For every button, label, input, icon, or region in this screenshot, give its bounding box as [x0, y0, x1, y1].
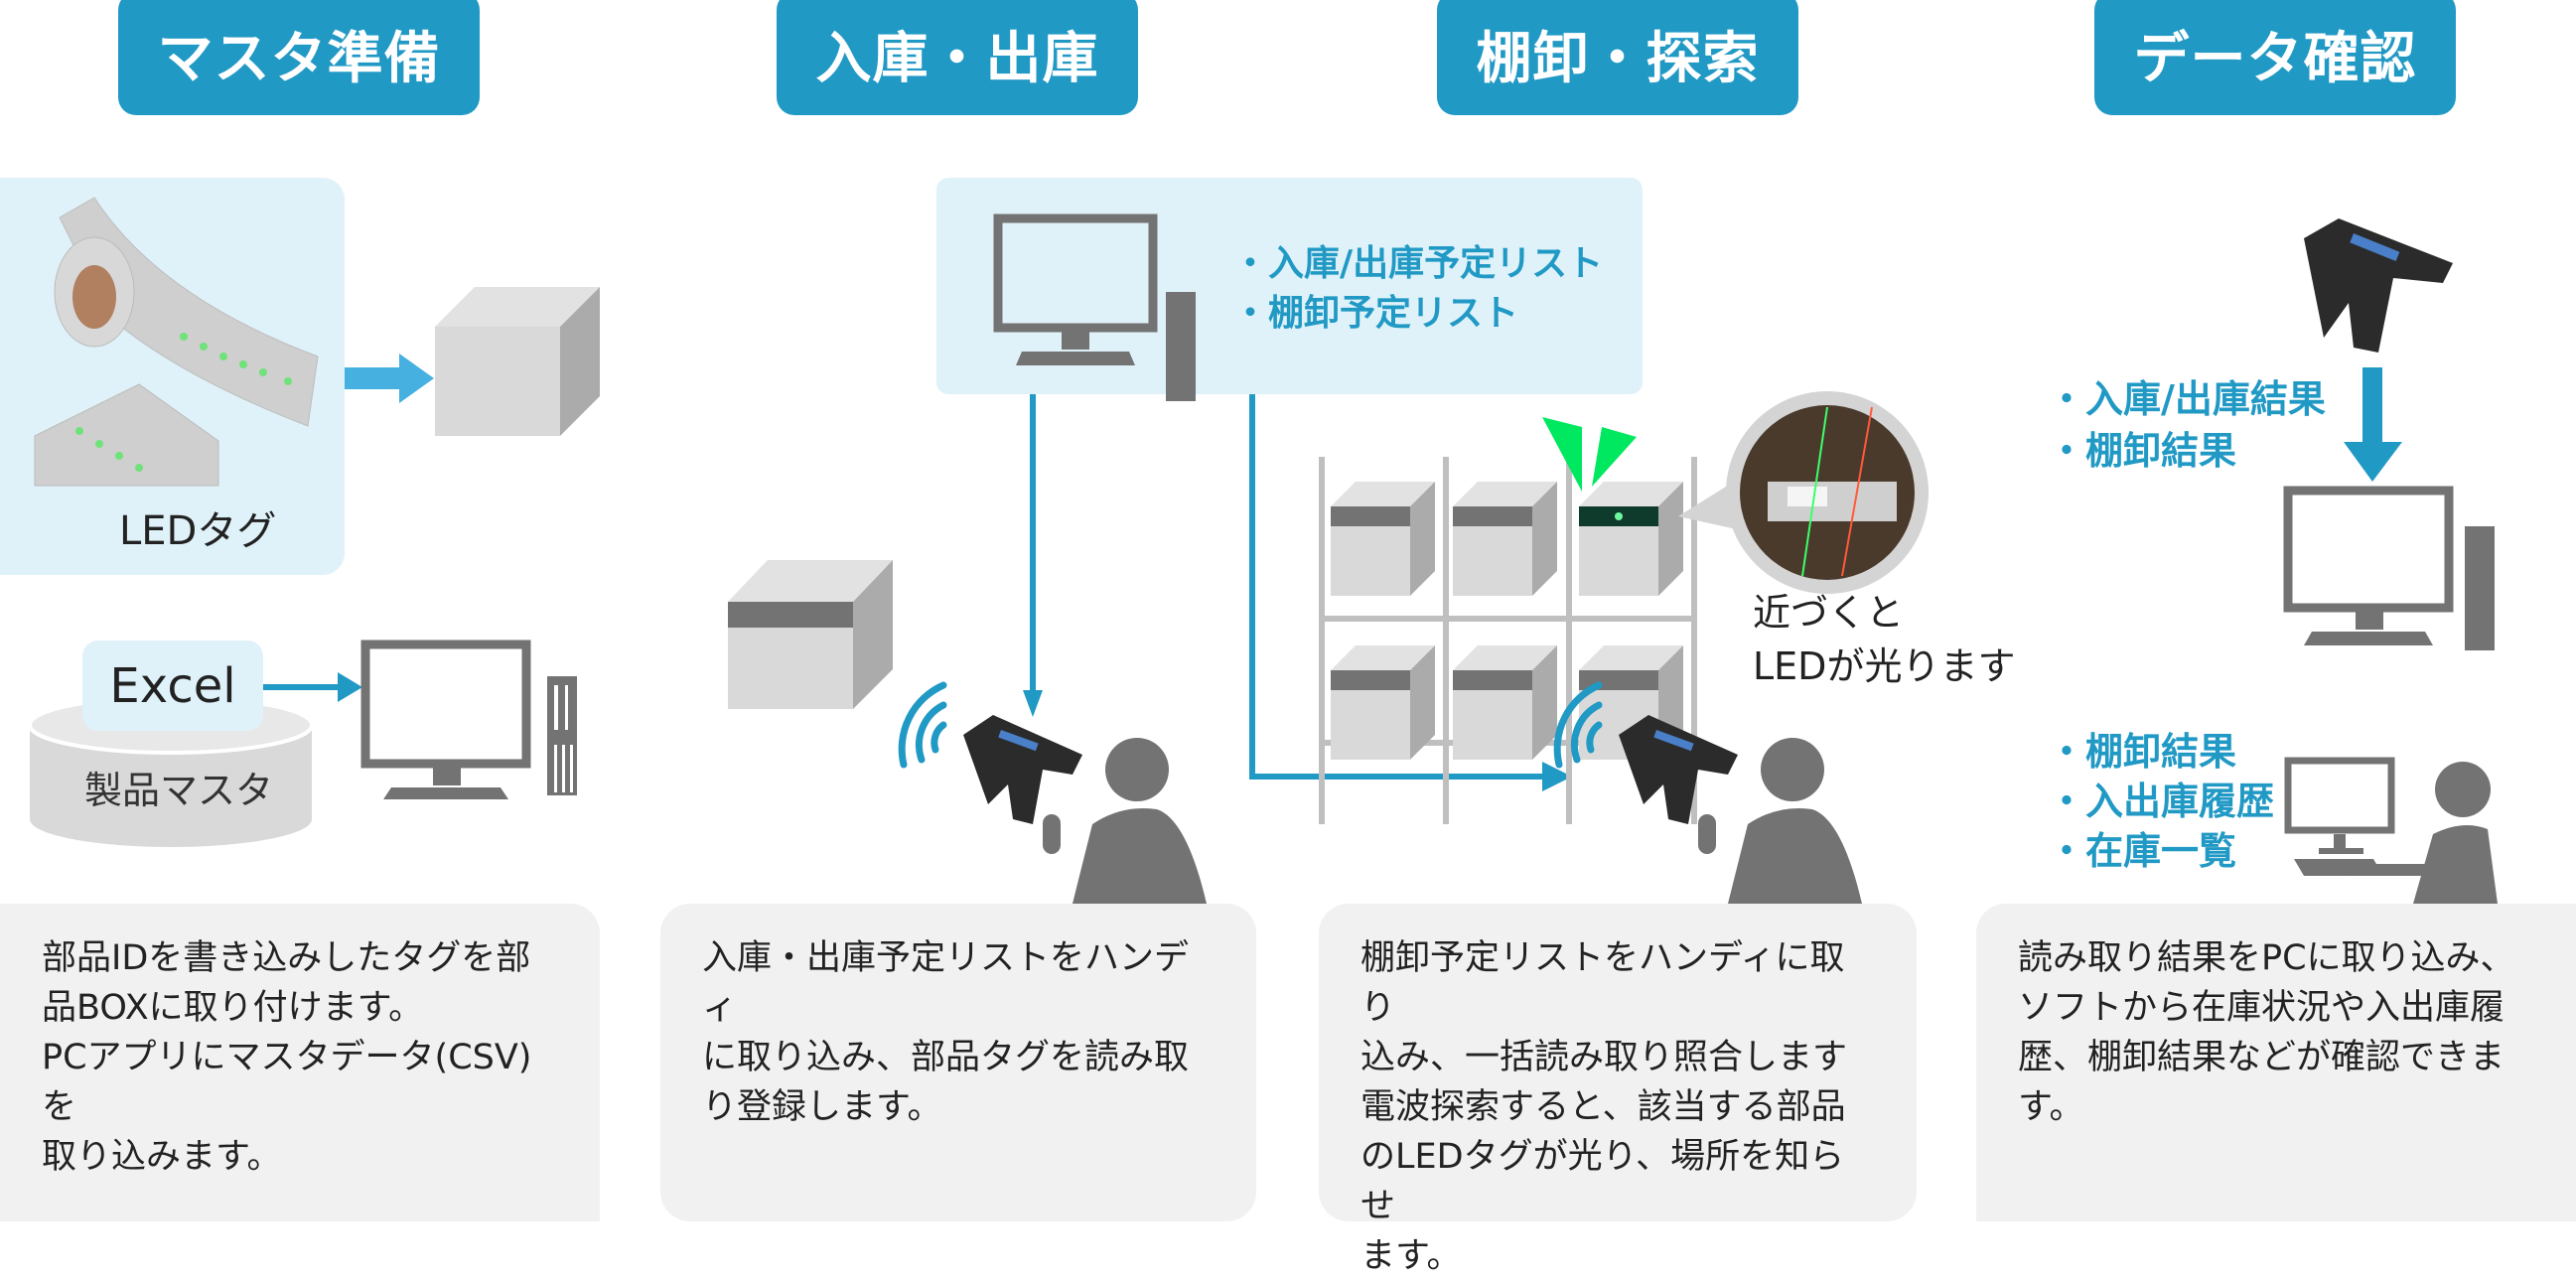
- led-photo-callout: [1678, 391, 1929, 594]
- list-item: ・棚卸予定リスト: [1232, 293, 1519, 334]
- led-tag-roll-icon: [34, 197, 319, 487]
- shelf-boxes: [1331, 482, 1683, 760]
- description-data: 読み取り結果をPCに取り込み、 ソフトから在庫状況や入出庫履 歴、棚卸結果などが…: [1976, 904, 2576, 1221]
- operator-with-handheld: [898, 681, 1207, 904]
- section-header-master: マスタ準備: [118, 0, 480, 115]
- description-inventory: 棚卸予定リストをハンディに取り 込み、一括読み取り照合します 電波探索すると、該…: [1319, 904, 1917, 1276]
- rfid-handheld-reader-icon: [2304, 218, 2453, 353]
- schedule-list-panel: ・入庫/出庫予定リスト・棚卸予定リスト: [936, 178, 1643, 401]
- desktop-computer-icon: [993, 214, 1196, 401]
- storage-shelf: [1319, 457, 1697, 824]
- operator-with-handheld: [1553, 681, 1862, 904]
- desktop-computer-icon: [2284, 757, 2395, 876]
- person-icon: [1698, 738, 1862, 904]
- desktop-computer-icon: [2283, 486, 2495, 650]
- upload-items: ・入庫/出庫結果 ・棚卸結果: [2048, 377, 2326, 473]
- led-glow-icon: [1542, 417, 1637, 492]
- parts-box-icon: [728, 560, 893, 709]
- excel-label: Excel: [109, 657, 236, 714]
- section-header-inout: 入庫・出庫: [777, 0, 1138, 115]
- callout-text: 近づくと LEDが光ります: [1753, 591, 2016, 688]
- section-title: 入庫・出庫: [815, 26, 1099, 91]
- rfid-handheld-reader-icon: [963, 715, 1082, 824]
- section-header-data: データ確認: [2094, 0, 2456, 115]
- led-tag-label: LEDタグ: [119, 508, 277, 554]
- arrow-right-icon: [263, 672, 362, 702]
- person-icon: [1043, 738, 1207, 904]
- arrow-right-icon: [345, 354, 434, 403]
- rfid-handheld-reader-icon: [1619, 715, 1738, 824]
- operator-at-pc: [2284, 757, 2498, 904]
- schedule-list: ・入庫/出庫予定リスト・棚卸予定リスト: [1232, 239, 1603, 339]
- excel-badge: Excel: [82, 640, 263, 731]
- lit-box: [1579, 482, 1683, 596]
- description-inout: 入庫・出庫予定リストをハンディ に取り込み、部品タグを読み取 り登録します。: [660, 904, 1256, 1221]
- section-title: マスタ準備: [157, 26, 441, 91]
- section-title: データ確認: [2133, 26, 2417, 91]
- radio-wave-icon: [898, 681, 947, 769]
- arrow-down-icon: [1023, 394, 1043, 717]
- section-title: 棚卸・探索: [1476, 26, 1760, 91]
- led-tag-panel: LEDタグ: [0, 178, 345, 575]
- view-items: ・棚卸結果 ・入出庫履歴 ・在庫一覧: [2048, 730, 2275, 873]
- section-header-inventory: 棚卸・探索: [1437, 0, 1798, 115]
- radio-wave-icon: [1553, 681, 1603, 769]
- arrow-down-icon: [2344, 367, 2402, 482]
- list-item: ・入庫/出庫予定リスト: [1232, 243, 1604, 284]
- person-icon: [2344, 762, 2498, 904]
- desktop-computer-icon: [360, 640, 577, 799]
- description-master: 部品IDを書き込みしたタグを部 品BOXに取り付けます。 PCアプリにマスタデー…: [0, 904, 600, 1221]
- product-master-label: 製品マスタ: [84, 769, 274, 812]
- parts-box-icon: [435, 287, 600, 436]
